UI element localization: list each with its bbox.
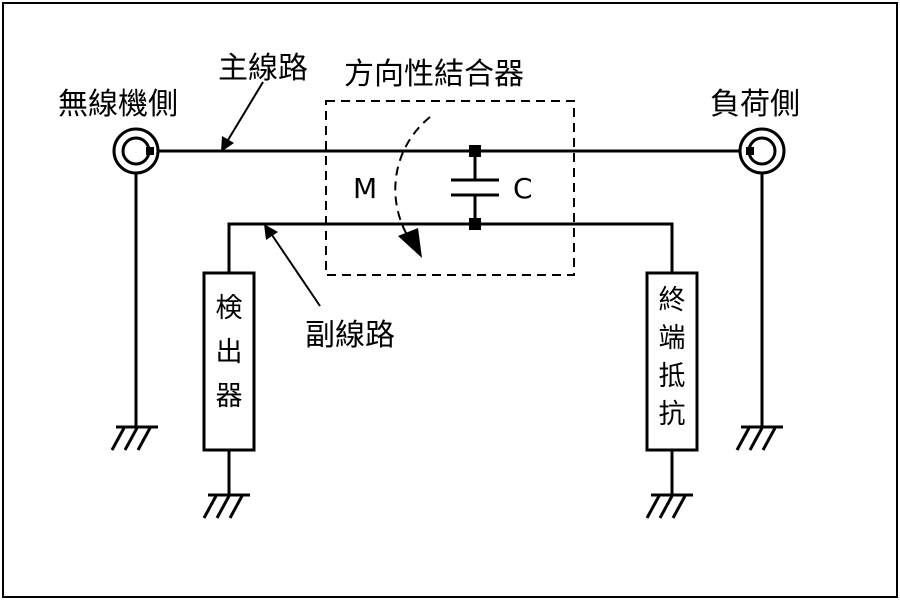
left-coax-connector	[112, 127, 160, 175]
mutual-coupling-arrow	[394, 116, 431, 258]
terminator-char: 抗	[659, 399, 686, 430]
detector-box	[202, 271, 256, 452]
ground-symbol-terminator	[645, 493, 693, 519]
radio-side-label: 無線機側	[58, 87, 178, 122]
sub-line-label: 副線路	[305, 318, 395, 353]
main-line-leader	[221, 81, 264, 152]
detector-char: 器	[216, 381, 243, 412]
detector-char: 検	[216, 293, 243, 324]
ground-symbol-detector	[202, 493, 250, 519]
sub-line-leader	[264, 224, 321, 307]
terminator-char: 終	[659, 285, 686, 316]
capacitance-label: C	[513, 172, 533, 205]
sub-line	[227, 222, 674, 273]
capacitor-symbol	[451, 145, 499, 230]
mutual-label: M	[353, 172, 377, 205]
terminator-char: 抵	[659, 361, 686, 392]
terminator-char: 端	[659, 323, 686, 354]
detector-char: 出	[216, 337, 243, 368]
coupler-dashed-box	[325, 100, 575, 276]
right-coax-connector	[738, 127, 786, 175]
main-line-label: 主線路	[218, 51, 308, 86]
coupler-label: 方向性結合器	[344, 57, 524, 92]
terminator-box	[645, 271, 699, 452]
ground-symbol-left	[110, 425, 158, 451]
ground-symbol-right	[735, 425, 783, 451]
load-side-label: 負荷側	[710, 87, 800, 122]
